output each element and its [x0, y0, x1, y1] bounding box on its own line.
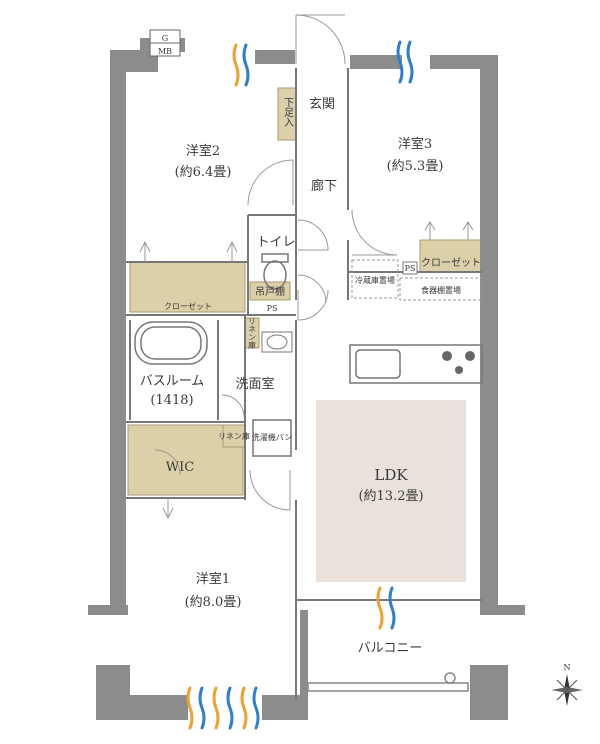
shoe-box-label: 下足入 — [282, 97, 294, 127]
closet-left-label: クローゼット — [164, 301, 212, 311]
room-western3-name: 洋室3 — [398, 136, 432, 152]
gmb-mb-label: MB — [158, 47, 172, 56]
closet-hook-markers — [139, 221, 474, 520]
gmb-g-label: G — [162, 34, 168, 43]
room-bathroom-name: バスルーム — [140, 374, 205, 389]
balcony-rail — [307, 672, 469, 692]
washer-label: 洗濯機パン — [252, 432, 292, 442]
room-western2-size: (約6.4畳) — [175, 165, 232, 180]
dish-shelf-label: 食器棚置場 — [421, 285, 461, 295]
storage-fills — [127, 87, 483, 496]
room-wic-label: WIC — [166, 460, 194, 475]
sink-icon — [261, 331, 293, 353]
ps-toilet-label: PS — [267, 304, 278, 313]
ps-kitchen-label: PS — [405, 264, 416, 273]
dish-shelf-area — [399, 277, 483, 301]
room-toilet-label: トイレ — [256, 235, 295, 250]
room-balcony-label: バルコニー — [358, 641, 423, 656]
fridge-label: 冷蔵庫置場 — [355, 275, 395, 285]
compass-icon: N — [551, 663, 583, 706]
fridge-area — [351, 259, 399, 299]
room-western1-size: (約8.0畳) — [185, 595, 242, 610]
ps-box-kitchen — [402, 261, 418, 275]
bathtub-icon — [134, 321, 208, 365]
toilet-icon — [261, 253, 289, 290]
linen1-label: リネン庫 — [248, 317, 257, 350]
ldk-floor — [316, 400, 466, 582]
room-western3-size: (約5.3畳) — [387, 159, 444, 174]
structural-walls — [88, 38, 525, 720]
room-washroom-label: 洗面室 — [235, 376, 274, 392]
room-entrance-label: 玄関 — [309, 97, 335, 112]
washer-pan — [252, 419, 292, 457]
room-western1-name: 洋室1 — [196, 571, 230, 587]
svg-text:N: N — [564, 663, 571, 672]
room-bathroom-size: (1418) — [150, 393, 193, 408]
room-ldk-size: (約13.2畳) — [358, 489, 423, 504]
room-hallway-label: 廊下 — [311, 178, 337, 194]
closet-right-label: クローゼット — [421, 257, 481, 269]
ventilation-arrow-icon — [186, 40, 414, 730]
room-western2-name: 洋室2 — [186, 143, 220, 159]
door-swings — [154, 14, 398, 511]
kitchen-counter — [349, 344, 483, 384]
hanging-shelf-label: 吊戸棚 — [255, 285, 285, 298]
room-ldk-name: LDK — [374, 466, 408, 484]
kitchen-stove-icon — [442, 351, 475, 374]
linen2-label: リネン庫 — [218, 431, 250, 441]
